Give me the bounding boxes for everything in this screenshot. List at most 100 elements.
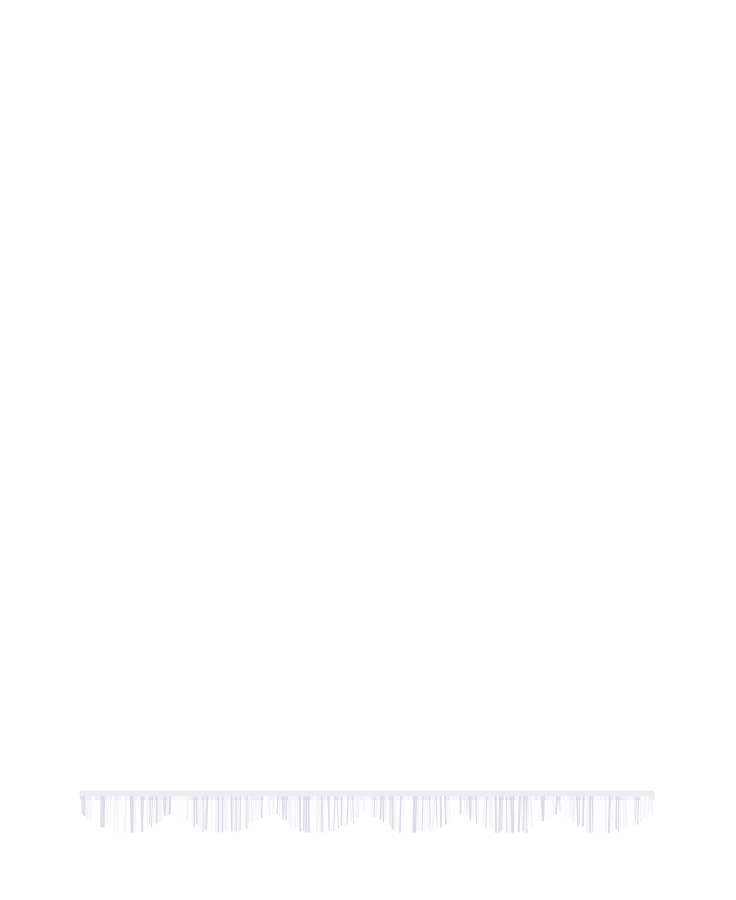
fringe-strand [558, 796, 561, 812]
fringe-strand [576, 796, 579, 828]
fringe-strand [278, 796, 281, 817]
fringe-strand [517, 795, 521, 833]
fringe-strand [264, 795, 268, 813]
fringe-strand [90, 795, 95, 821]
fringe-strand [237, 796, 240, 833]
fringe-strand [360, 796, 364, 817]
fringe-strand [118, 796, 120, 832]
fringe-strand [626, 796, 630, 830]
fringe-strand [398, 796, 402, 833]
fringe-strand [373, 796, 376, 817]
fringe-strand [124, 796, 127, 833]
fringe-strand [312, 796, 315, 833]
fringe-strand [318, 796, 322, 832]
fringe-strand [351, 796, 355, 824]
fringe-strand [203, 796, 207, 831]
fringe-strand [386, 796, 389, 828]
fringe-strand [468, 796, 472, 819]
fringe-strand [364, 796, 367, 813]
fringe-strand [510, 796, 513, 833]
fringe-strand [164, 796, 167, 816]
fringe-strand [643, 796, 646, 819]
fringe-strand [485, 796, 488, 829]
fringe-strand [210, 796, 213, 832]
fringe-strand [357, 796, 360, 820]
fringe-strand [322, 796, 325, 833]
fringe-strand [362, 796, 366, 813]
fringe-strand [554, 795, 559, 815]
fringe-strand [585, 795, 590, 834]
fringe-strand [435, 796, 438, 828]
fringe-strand [393, 796, 397, 831]
fringe-strand [298, 796, 302, 832]
fringe-strand [647, 796, 651, 816]
fringe-strand [173, 796, 177, 812]
fringe-strand [305, 796, 308, 833]
fringe-strand [302, 796, 305, 831]
fringe-strand [408, 796, 412, 832]
fringe-strand [492, 796, 496, 831]
white-fringe-lace-trim [78, 786, 658, 834]
fringe-strand [463, 796, 466, 815]
fringe-strand [471, 796, 475, 822]
fringe-strand [417, 795, 420, 832]
fringe-strand [179, 796, 182, 817]
fringe-strand [349, 796, 352, 823]
fringe-strand [395, 796, 399, 831]
fringe-strand [456, 796, 459, 815]
fringe-strand [219, 795, 223, 834]
fringe-strand [624, 796, 628, 828]
fringe-strand [369, 796, 372, 812]
fringe-strand [429, 796, 432, 832]
fringe-strand [86, 796, 90, 821]
fringe-strand [327, 796, 331, 832]
fringe-strand [526, 795, 530, 830]
fringe-strand [601, 796, 605, 833]
fringe-strand [241, 795, 245, 829]
fringe-strand [146, 796, 149, 829]
fringe-strand [612, 796, 616, 832]
fringe-strand [162, 796, 165, 817]
fringe-strand [260, 796, 264, 818]
fringe-strand [572, 796, 576, 823]
fringe-strand [310, 796, 312, 833]
fringe-strand [213, 796, 216, 831]
fringe-strand [287, 796, 291, 824]
fringe-strand [282, 796, 286, 820]
fringe-strand [551, 796, 555, 816]
fringe-strand [276, 796, 279, 815]
fringe-strand [109, 796, 112, 829]
fringe-strand [591, 796, 594, 833]
fringe-strand [536, 796, 540, 826]
fringe-strand [450, 796, 453, 818]
fringe-strand [490, 795, 493, 830]
fringe-strand [478, 796, 481, 823]
fringe-strand [529, 795, 533, 830]
fringe-strand [336, 796, 339, 829]
fringe-strand [606, 796, 609, 833]
fringe-strand [580, 796, 582, 829]
fringe-strand [175, 795, 179, 814]
fringe-strand [628, 796, 631, 829]
fringe-strand [412, 796, 416, 833]
fringe-strand [199, 796, 202, 831]
fringe-strand [441, 795, 445, 824]
fringe-strand [346, 796, 349, 825]
fringe-strand [439, 796, 443, 828]
trim-top-band [79, 790, 655, 799]
fringe-strand [611, 796, 614, 833]
fringe-strand [453, 796, 455, 820]
fringe-strand [414, 796, 418, 833]
fringe-strand [444, 796, 448, 825]
fringe-strand [205, 796, 209, 831]
fringe-strand [607, 796, 611, 833]
fringe-strand [567, 796, 570, 817]
fringe-strand [497, 796, 500, 833]
fringe-strand [270, 796, 272, 810]
fringe-strand [129, 796, 133, 833]
fringe-strand [483, 796, 486, 825]
fringe-strand [617, 796, 620, 833]
fringe-strand [503, 796, 506, 833]
fringe-strand [214, 796, 217, 833]
